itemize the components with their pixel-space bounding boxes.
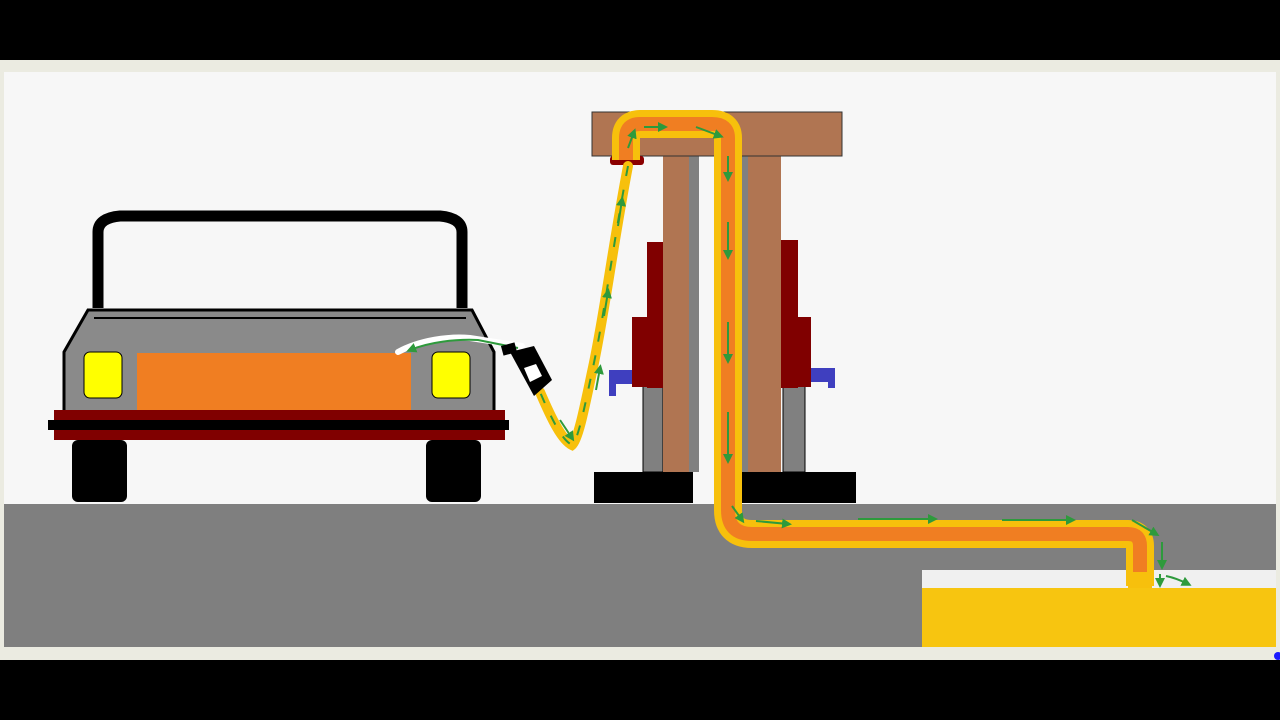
flow-arrow-icon xyxy=(594,364,604,391)
headlight-left xyxy=(83,351,123,399)
pump-leg-right xyxy=(782,381,806,473)
nozzle-spout xyxy=(500,342,518,356)
headlight-right xyxy=(431,351,471,399)
nozzle-window xyxy=(524,364,542,382)
pipe-end-cap xyxy=(1128,572,1152,588)
wheel-left xyxy=(72,440,127,502)
tank-air-space xyxy=(922,570,1276,588)
flow-arrow-icon xyxy=(602,288,612,317)
flow-arrow-icon xyxy=(755,518,792,529)
dispensing-hose xyxy=(395,161,633,451)
pump-panel-right xyxy=(781,240,798,388)
pump-base-right xyxy=(742,472,856,503)
flow-arrow-icon xyxy=(695,126,724,139)
flow-arrow-icon xyxy=(559,419,575,442)
pump-column-left xyxy=(663,154,689,472)
filler-neck-flow xyxy=(406,338,519,353)
underground-tank-icon xyxy=(922,570,1276,647)
car-roof-outline xyxy=(92,210,468,308)
pump-leg-left xyxy=(642,381,664,473)
tank-fuel xyxy=(922,588,1276,647)
pump-clamp-right-foot xyxy=(828,368,835,388)
flow-arrow-icon xyxy=(627,128,637,149)
car-icon xyxy=(48,210,509,502)
car-bumper-stripe xyxy=(48,420,509,430)
pump-clamp-left-foot xyxy=(609,370,616,396)
pump-column-inner xyxy=(689,154,699,472)
pump-panel-left-outer xyxy=(632,317,647,387)
pump-column-right xyxy=(748,154,781,472)
corner-dot xyxy=(1274,652,1280,660)
hose-outer xyxy=(535,161,633,451)
flow-arrows xyxy=(559,122,1192,588)
car-grille xyxy=(137,353,411,411)
filler-neck xyxy=(395,334,525,355)
fuel-nozzle-icon xyxy=(500,342,552,396)
pump-panel-left xyxy=(647,242,664,388)
fuel-pump-icon xyxy=(591,111,856,503)
flow-arrow-icon xyxy=(731,505,745,524)
flow-arrow-icon xyxy=(1131,519,1160,537)
flow-arrow-icon xyxy=(1165,575,1192,586)
pump-panel-right-outer xyxy=(797,317,811,387)
pump-base-left xyxy=(594,472,693,503)
flow-arrow-icon xyxy=(616,196,627,227)
pump-column-right-inner xyxy=(738,154,748,472)
wheel-right xyxy=(426,440,481,502)
